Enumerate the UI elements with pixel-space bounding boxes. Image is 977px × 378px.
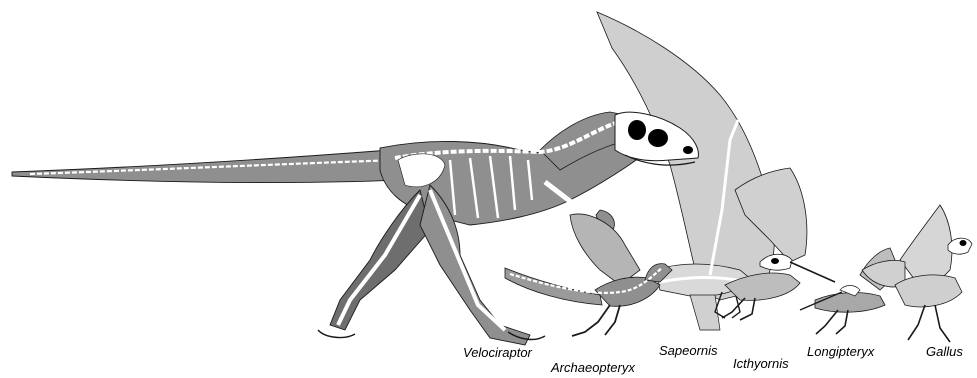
label-archaeopteryx: Archaeopteryx [551,361,635,374]
label-sapeornis: Sapeornis [659,344,718,357]
gallus-body [895,275,962,307]
archaeopteryx-figure [505,214,672,336]
gallus-eye [960,240,967,246]
label-velociraptor: Velociraptor [463,346,532,359]
gallus-legs [908,305,950,342]
archaeopteryx-legs [572,305,620,336]
label-gallus: Gallus [926,345,963,358]
velociraptor-orbit [648,129,668,147]
gallus-wing [900,205,952,285]
label-longipteryx: Longipteryx [807,345,874,358]
gallus-figure [862,205,972,342]
velociraptor-claw-back [318,330,355,337]
velociraptor-skull-hole [628,120,646,140]
longipteryx-legs [816,310,848,334]
longipteryx-body [815,293,885,313]
icthyornis-eye [771,258,779,264]
velociraptor-nostril [683,146,693,154]
label-icthyornis: Icthyornis [733,357,789,370]
archaeopteryx-wing [570,214,640,285]
archaeopteryx-body [595,277,660,306]
icthyornis-beak [790,262,835,282]
icthyornis-legs [722,298,755,320]
